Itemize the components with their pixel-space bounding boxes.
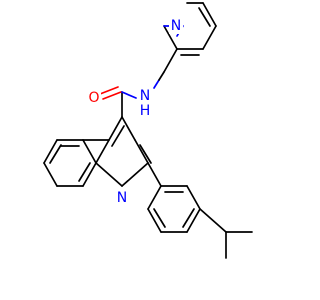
oxygen-label: O: [88, 90, 99, 106]
molecule-structure: O N H N N: [43, 2, 253, 259]
quinoline-pyridine-ring: [82, 116, 152, 187]
bond: [147, 185, 162, 210]
bond: [147, 208, 162, 233]
oxygen-atom: O: [87, 90, 101, 106]
quinoline-benzo-ring: [43, 139, 97, 187]
bond: [198, 7, 211, 27]
amide-hydrogen-label: H: [140, 103, 151, 119]
quinoline-nitrogen-label: N: [117, 190, 127, 206]
bond: [182, 208, 195, 228]
bond: [134, 139, 149, 164]
bond: [147, 162, 162, 187]
bond: [199, 208, 227, 233]
isopropylphenyl-ring: [147, 162, 201, 233]
bond: [202, 25, 217, 50]
bond: [163, 48, 178, 73]
bond: [153, 208, 166, 228]
bond: [202, 2, 217, 27]
bond: [158, 71, 165, 81]
bond: [82, 139, 97, 164]
bond: [111, 125, 125, 147]
bond: [43, 139, 58, 164]
bond: [186, 185, 201, 210]
amide-nitrogen-label: N: [140, 88, 150, 104]
bond: [49, 144, 62, 164]
pyridine-nitrogen-atom: N: [169, 18, 183, 34]
amide-nitrogen-atom: N H: [138, 88, 152, 119]
bond: [108, 116, 123, 141]
bond: [163, 25, 178, 50]
carboxamide-group: [99, 71, 165, 118]
bond: [102, 91, 122, 100]
bond: [121, 91, 137, 99]
pyridine-nitrogen-label: N: [171, 18, 181, 34]
bond: [99, 86, 119, 95]
bond: [139, 144, 152, 164]
bond: [43, 162, 58, 187]
bond: [95, 139, 110, 164]
bond: [121, 162, 149, 187]
bond: [78, 162, 91, 182]
bond: [186, 208, 201, 233]
bond: [95, 162, 123, 187]
bond: [121, 116, 136, 141]
bond: [82, 162, 97, 187]
quinoline-nitrogen-atom: N: [115, 190, 129, 206]
isopropyl-group: [199, 208, 253, 259]
pyridine-ring: [163, 2, 217, 73]
bond: [153, 79, 160, 89]
